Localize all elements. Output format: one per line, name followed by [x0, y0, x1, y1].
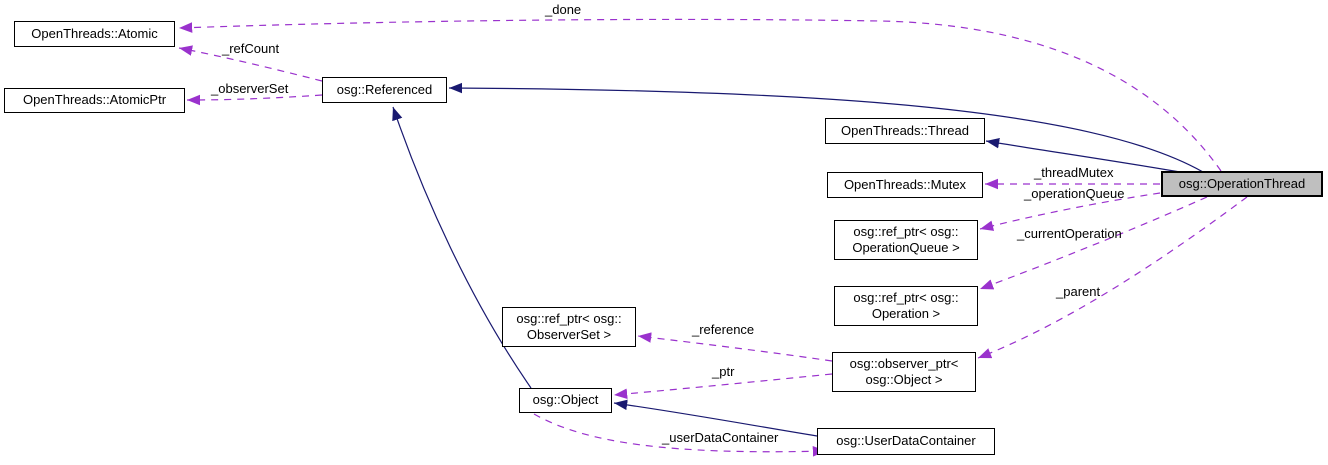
node-osg-userdatacontainer[interactable]: osg::UserDataContainer [817, 428, 995, 455]
edge-label-ptr: _ptr [712, 364, 735, 379]
node-osg-operationthread-focus: osg::OperationThread [1161, 171, 1323, 197]
edge-label-reference: _reference [692, 322, 755, 337]
edge-inherit-operationthread-thread [985, 137, 1181, 173]
edge-label-currentoperation: _currentOperation [1017, 226, 1122, 241]
edge-usage-done [178, 18, 1222, 172]
edge-usage-ptr [613, 373, 833, 400]
node-openthreads-mutex[interactable]: OpenThreads::Mutex [827, 172, 983, 198]
edge-inherit-object-referenced [392, 106, 532, 389]
node-openthreads-atomic[interactable]: OpenThreads::Atomic [14, 21, 175, 47]
node-osg-refptr-operationqueue[interactable]: osg::ref_ptr< osg:: OperationQueue > [834, 220, 978, 260]
edge-usage-refcount [178, 45, 323, 82]
edge-usage-observerset [186, 94, 323, 106]
node-openthreads-thread[interactable]: OpenThreads::Thread [825, 118, 985, 144]
edge-label-done: _done [545, 2, 582, 17]
edge-label-threadmutex: _threadMutex [1034, 165, 1114, 180]
node-osg-referenced[interactable]: osg::Referenced [322, 77, 447, 103]
node-osg-refptr-observerset[interactable]: osg::ref_ptr< osg:: ObserverSet > [502, 307, 636, 347]
node-osg-refptr-operation[interactable]: osg::ref_ptr< osg:: Operation > [834, 286, 978, 326]
edge-inherit-operationthread-referenced [448, 82, 1204, 173]
edge-usage-userdatacontainer [533, 413, 827, 457]
edge-usage-reference [637, 332, 833, 362]
edge-label-observerset: _observerSet [211, 81, 289, 96]
edge-label-parent: _parent [1056, 284, 1101, 299]
edge-label-operationqueue: _operationQueue [1024, 186, 1125, 201]
edge-usage-operationqueue [979, 192, 1161, 231]
node-osg-observerptr-object[interactable]: osg::observer_ptr< osg::Object > [832, 352, 976, 392]
node-osg-object[interactable]: osg::Object [519, 388, 612, 413]
edge-label-userdatacontainer: _userDataContainer [662, 430, 779, 445]
node-openthreads-atomicptr[interactable]: OpenThreads::AtomicPtr [4, 88, 185, 113]
edge-inherit-userdatacontainer-object [613, 399, 818, 437]
edge-usage-parent [977, 196, 1248, 359]
edge-usage-currentoperation [979, 196, 1208, 290]
edge-label-refcount: _refCount [222, 41, 280, 56]
